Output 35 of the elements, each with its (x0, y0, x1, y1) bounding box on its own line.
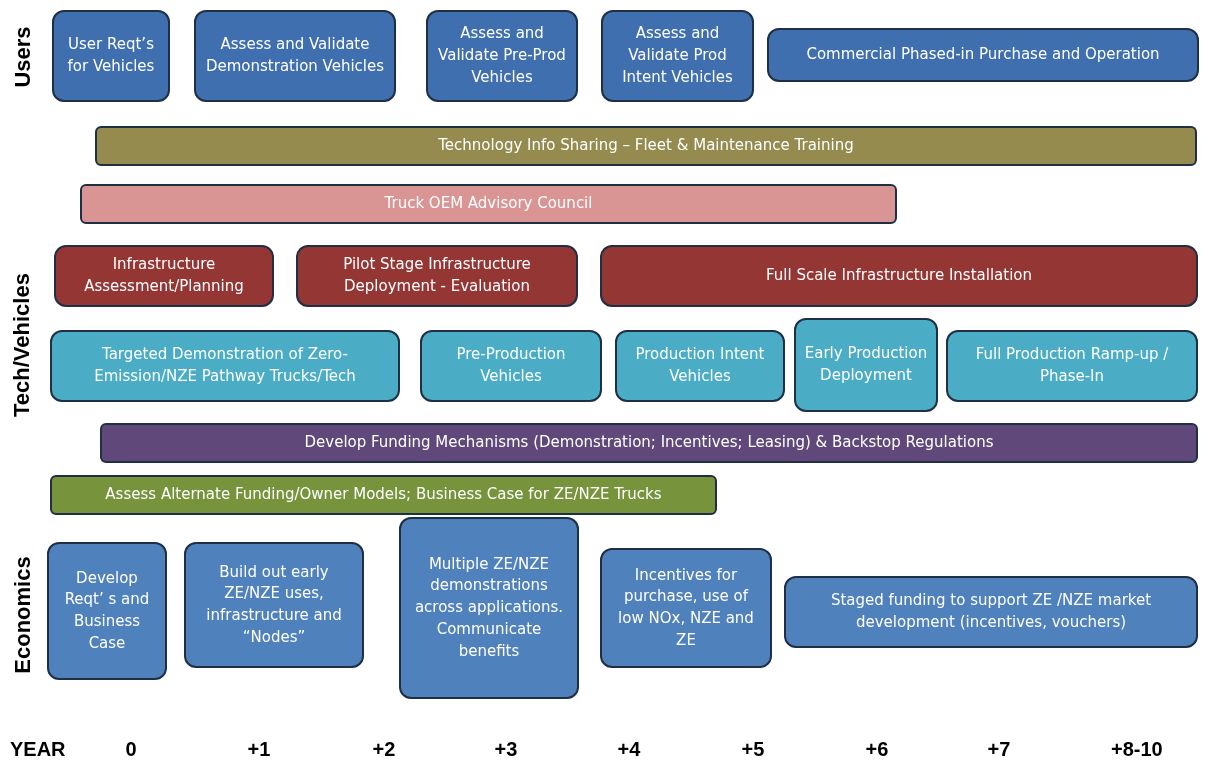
roadmap-box: Early Production Deployment (794, 318, 938, 412)
row-heading: Economics (9, 556, 36, 674)
roadmap-box: Multiple ZE/NZE demonstrations across applications. Communicate benefits (399, 517, 579, 699)
roadmap-box: Truck OEM Advisory Council (80, 184, 897, 224)
year-label: +3 (494, 738, 518, 761)
roadmap-box: Commercial Phased-in Purchase and Operation (767, 28, 1199, 82)
roadmap-box: Pre-Production Vehicles (420, 330, 602, 402)
year-label: +7 (987, 738, 1011, 761)
roadmap-box: Assess and Validate Prod Intent Vehicles (601, 10, 754, 102)
roadmap-box: Develop Funding Mechanisms (Demonstration; Incentives; Leasing) & Backstop Regulations (100, 423, 1198, 463)
year-label: +8-10 (1111, 738, 1163, 761)
year-label: +4 (617, 738, 641, 761)
roadmap-box: Full Scale Infrastructure Installation (600, 245, 1198, 307)
year-label: 0 (125, 738, 137, 761)
roadmap-box: User Reqt’s for Vehicles (52, 10, 170, 102)
roadmap-box: Develop Reqt’ s and Business Case (47, 542, 167, 680)
year-label: +5 (741, 738, 765, 761)
row-heading: Users (9, 26, 36, 88)
roadmap-box: Build out early ZE/NZE uses, infrastructure and “Nodes” (184, 542, 364, 668)
year-label: +1 (247, 738, 271, 761)
roadmap-box: Incentives for purchase, use of low NOx, NZE and ZE (600, 548, 772, 668)
row-heading: Tech/Vehicles (8, 273, 35, 417)
roadmap-box: Staged funding to support ZE /NZE market development (incentives, vouchers) (784, 576, 1198, 648)
roadmap-box: Technology Info Sharing – Fleet & Maintenance Training (95, 126, 1197, 166)
roadmap-box: Pilot Stage Infrastructure Deployment - Evaluation (296, 245, 578, 307)
year-label: +2 (372, 738, 396, 761)
roadmap-box: Assess and Validate Demonstration Vehicles (194, 10, 396, 102)
roadmap-box: Targeted Demonstration of Zero-Emission/NZE Pathway Trucks/Tech (50, 330, 400, 402)
roadmap-box: Assess Alternate Funding/Owner Models; Business Case for ZE/NZE Trucks (50, 475, 717, 515)
roadmap-box: Infrastructure Assessment/Planning (54, 245, 274, 307)
roadmap-box: Full Production Ramp-up / Phase-In (946, 330, 1198, 402)
year-label: +6 (865, 738, 889, 761)
roadmap-box: Production Intent Vehicles (615, 330, 785, 402)
roadmap-box: Assess and Validate Pre-Prod Vehicles (426, 10, 578, 102)
axis-title: YEAR (10, 738, 66, 761)
